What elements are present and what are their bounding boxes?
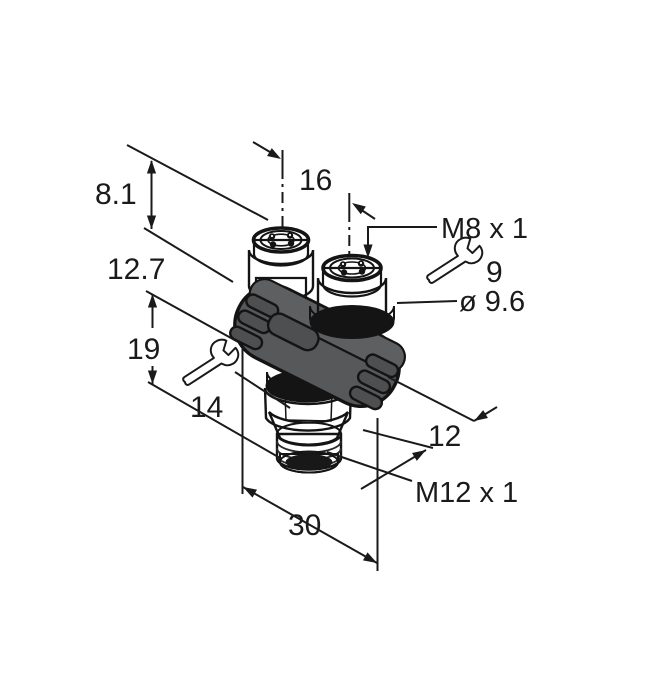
dimension-16: 16 [252,141,376,258]
label-12-7: 12.7 [107,253,165,286]
extension-line-1 [126,144,269,221]
label-8-1: 8.1 [95,178,137,211]
leader-m12-thread: M12 x 1 [326,451,518,509]
body-label-slot [266,312,320,352]
m8-right-yellow-ring [309,305,395,336]
m8-right-pin-holes [339,260,366,276]
dimension-30: 30 [240,348,380,571]
wrench-icon-bottom [174,333,244,393]
label-m8x1: M8 x 1 [441,213,528,245]
leader-m8-thread: M8 x 1 [363,213,528,258]
extension-line-3 [145,290,241,344]
leader-diameter: ø 9.6 [396,286,525,318]
dimension-8-1: 8.1 [95,160,157,229]
dimension-12: 12 [360,376,498,490]
label-wrench-9: 9 [486,256,503,289]
label-30: 30 [288,509,321,542]
body-grip-ridges [229,293,400,411]
label-wrench-14: 14 [190,391,223,424]
label-m12x1: M12 x 1 [415,477,518,509]
extension-line-2 [143,227,234,283]
m8-left-pin-holes [268,232,295,248]
leader-wrench-14 [234,371,291,409]
extension-line-4 [147,381,281,459]
label-19: 19 [127,333,160,366]
m8-left-rim [251,226,311,254]
label-diameter-9-6: ø 9.6 [459,286,525,318]
label-16: 16 [299,164,332,197]
label-12: 12 [428,420,461,453]
m8-connector-right [309,253,395,339]
dimension-19: 19 [127,294,160,384]
m8-right-rim [321,253,383,283]
